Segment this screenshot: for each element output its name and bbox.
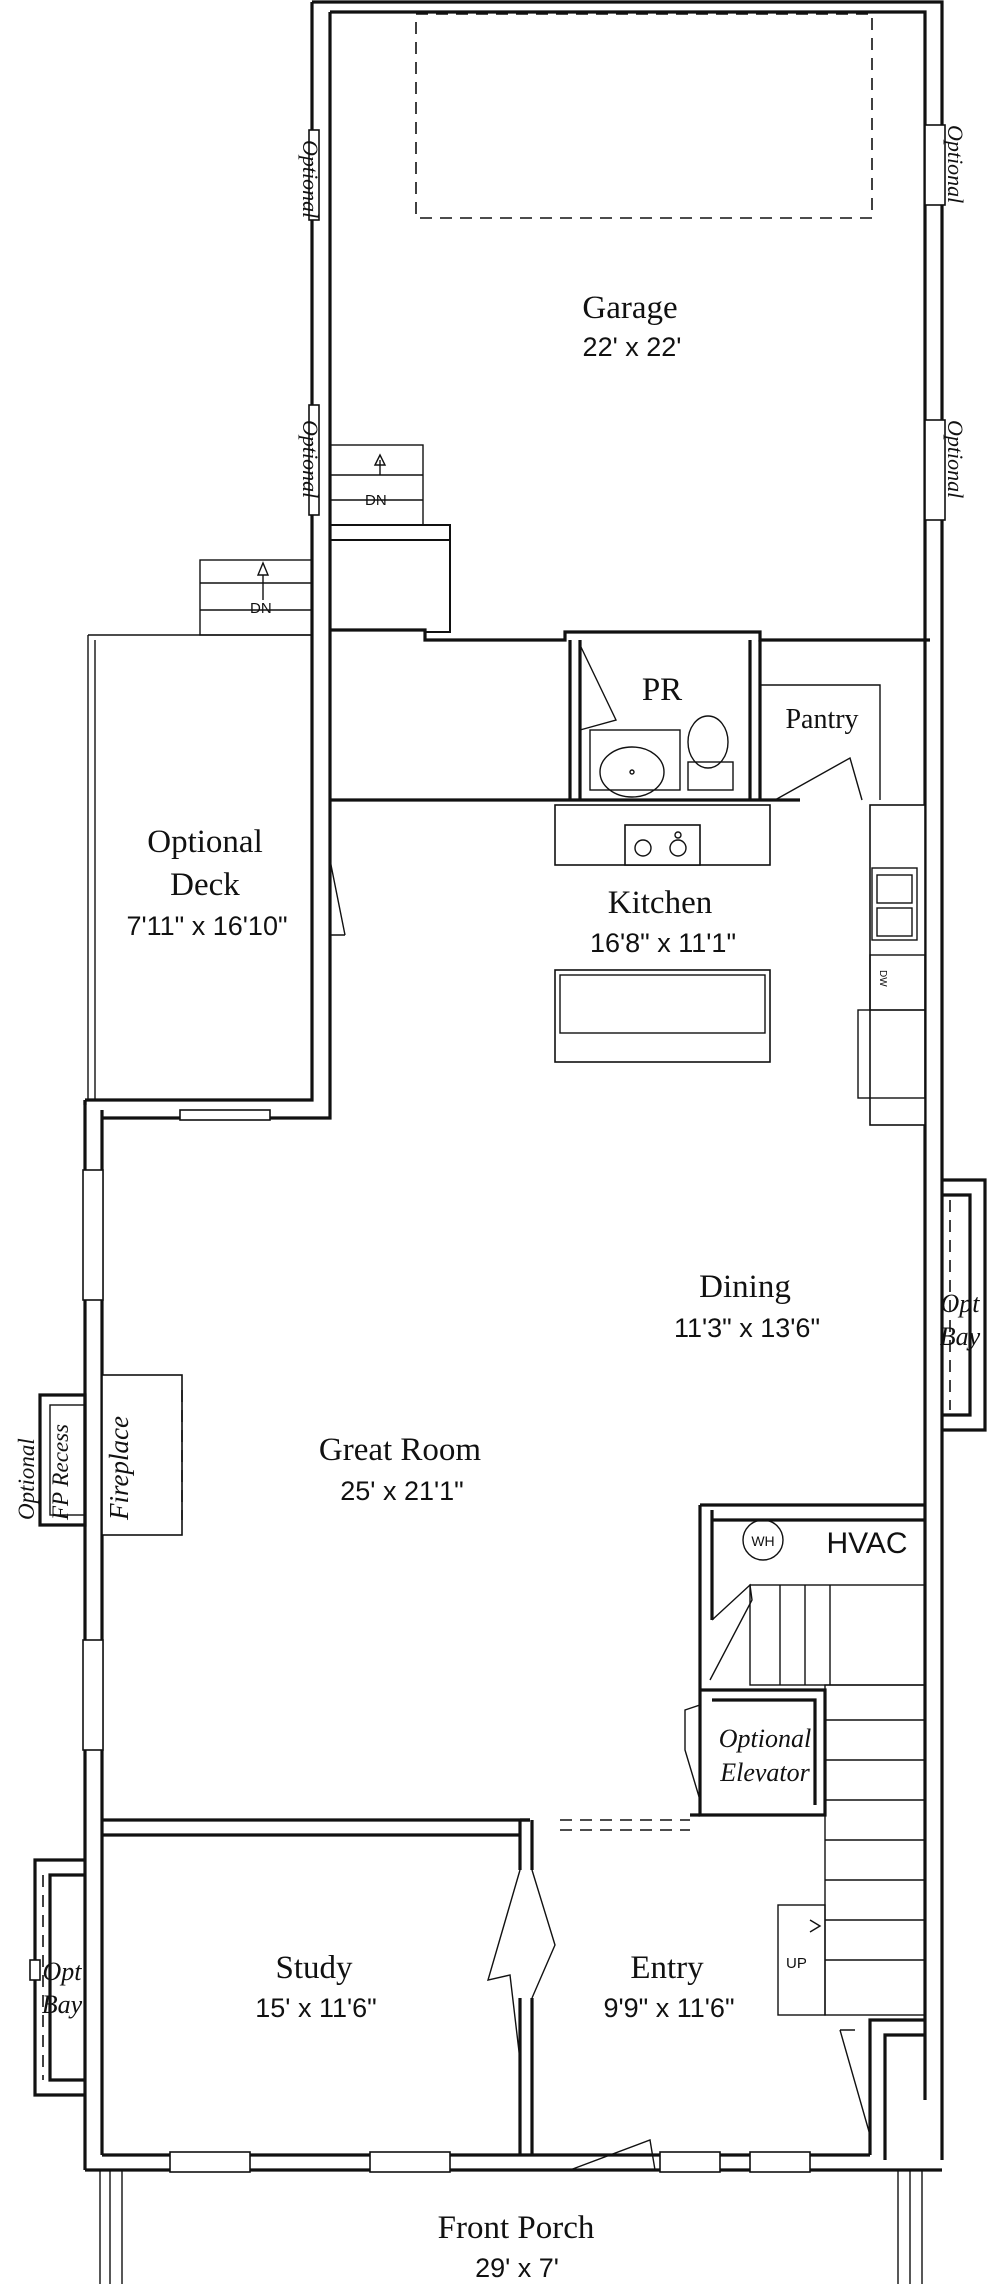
entry-name: Entry — [630, 1950, 704, 1986]
garage-optional-left-top: Optional — [298, 140, 323, 218]
great-room-name: Great Room — [319, 1432, 482, 1468]
hvac-stair-core — [684, 1503, 926, 2016]
garage-optional-right-bottom: Optional — [943, 420, 968, 498]
kitchen-area — [554, 804, 926, 1126]
fp-recess-line1: Optional — [14, 1438, 39, 1520]
pantry-name: Pantry — [785, 704, 858, 735]
study-entry-walls — [29, 1813, 925, 2171]
dining-bay-opt: Opt — [941, 1289, 981, 1318]
garage-area — [329, 13, 873, 632]
deck-name-line1: Optional — [147, 824, 262, 860]
garage-optional-right-top: Optional — [943, 125, 968, 203]
porch-dims: 29' x 7' — [475, 2253, 559, 2283]
pantry — [760, 684, 881, 801]
pr-name: PR — [642, 672, 682, 708]
study-bay-bay: Bay — [42, 1990, 83, 2019]
study-bay-opt: Opt — [43, 1957, 83, 1986]
kitchen-name: Kitchen — [608, 885, 712, 921]
dining-name: Dining — [699, 1269, 791, 1305]
porch-name: Front Porch — [438, 2210, 595, 2246]
fireplace — [38, 1374, 183, 1536]
deck-dims: 7'11" x 16'10" — [126, 911, 287, 941]
deck-stair-dn-label: DN — [250, 600, 272, 617]
garage-optional-left-bottom: Optional — [298, 420, 323, 498]
great-room-dims: 25' x 21'1" — [340, 1476, 463, 1506]
garage-stair-dn-label: DN — [365, 492, 387, 509]
front-porch — [99, 2170, 923, 2284]
study-name: Study — [275, 1950, 353, 1986]
exterior-walls — [83, 0, 944, 2172]
study-dims: 15' x 11'6" — [255, 1993, 376, 2023]
garage-name: Garage — [582, 290, 677, 326]
windows — [82, 124, 946, 2173]
kitchen-dims: 16'8" x 11'1" — [590, 928, 736, 958]
garage-dims: 22' x 22' — [583, 332, 682, 362]
deck-name-line2: Deck — [170, 867, 240, 903]
entry-dims: 9'9" x 11'6" — [603, 1993, 734, 2023]
dining-dims: 11'3" x 13'6" — [674, 1313, 820, 1343]
fireplace-label: Fireplace — [104, 1416, 134, 1521]
deck-area — [87, 559, 346, 1100]
fp-recess-line2: FP Recess — [48, 1424, 73, 1521]
dining-bay-bay: Bay — [940, 1322, 981, 1351]
hvac-label: HVAC — [826, 1527, 907, 1560]
wh-label: WH — [751, 1533, 774, 1549]
dining-bay — [942, 1178, 987, 1432]
dishwasher-label: DW — [877, 970, 888, 987]
powder-room — [568, 640, 762, 800]
stair-up-label: UP — [786, 1955, 807, 1972]
elevator-line1: Optional — [719, 1724, 811, 1753]
elevator-line2: Elevator — [719, 1758, 810, 1787]
